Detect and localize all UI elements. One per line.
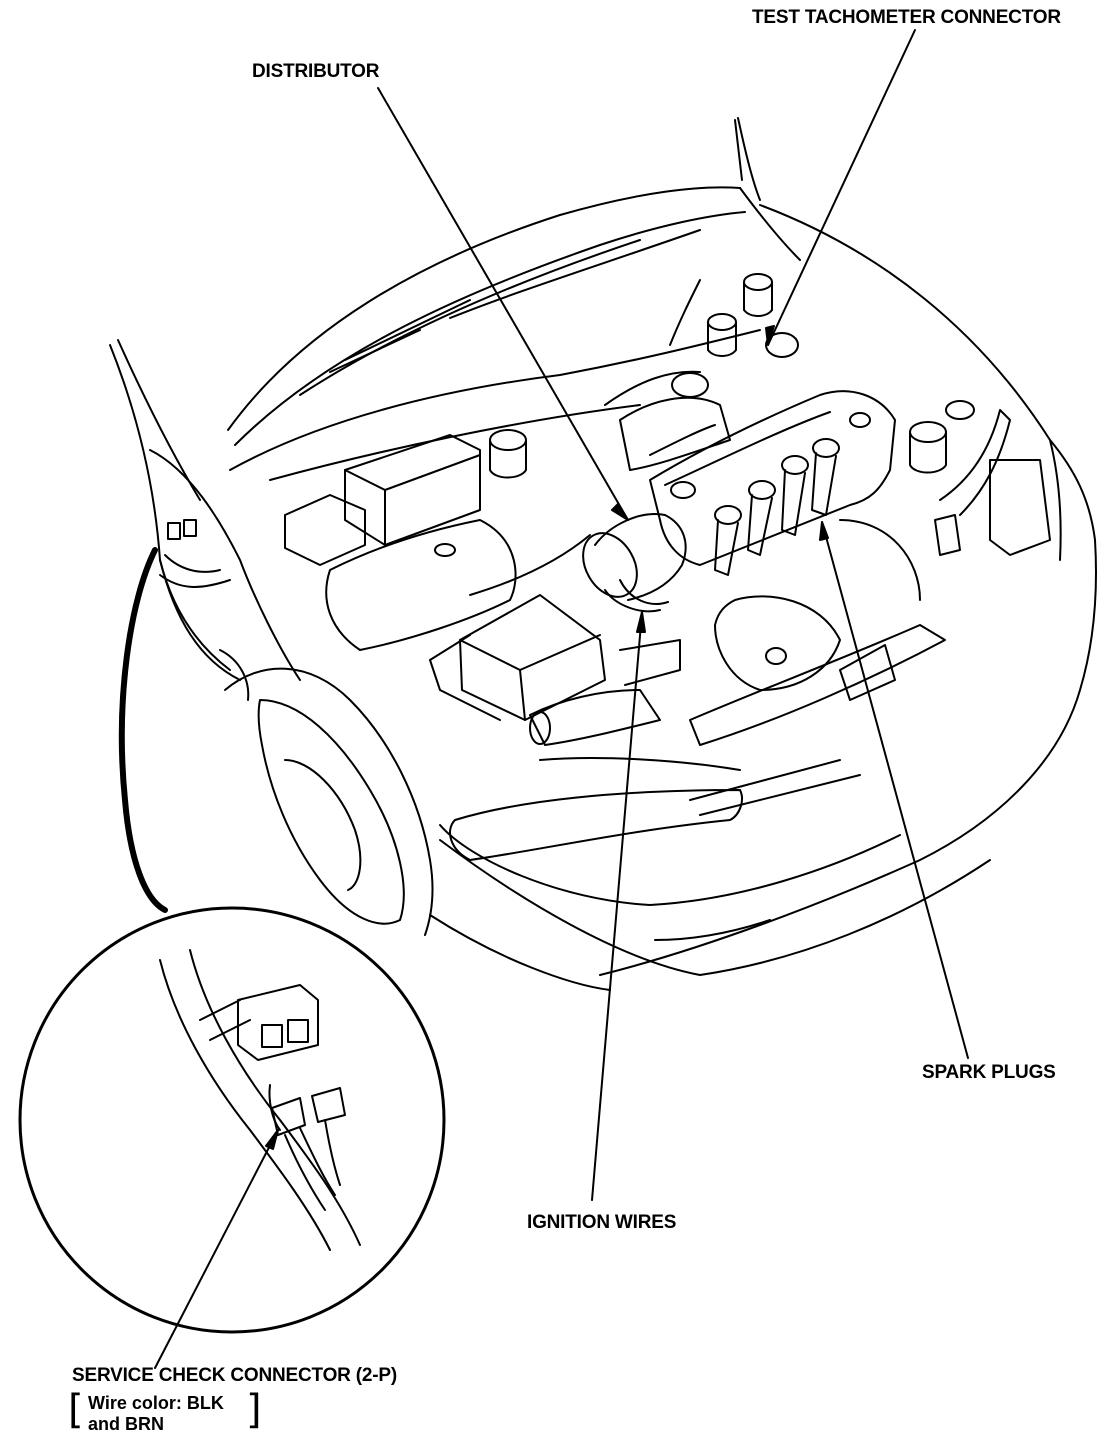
label-test-tachometer-connector: TEST TACHOMETER CONNECTOR bbox=[752, 7, 1061, 28]
label-distributor: DISTRIBUTOR bbox=[252, 61, 380, 82]
leader-service-check bbox=[155, 1130, 278, 1368]
bracket-left: [ bbox=[68, 1387, 84, 1433]
service-connector-inset bbox=[20, 550, 444, 1332]
leader-distributor bbox=[378, 88, 628, 520]
label-service-check-connector: SERVICE CHECK CONNECTOR (2-P) bbox=[72, 1365, 397, 1386]
bracket-right: ] bbox=[246, 1387, 262, 1433]
car-body bbox=[110, 205, 1096, 990]
engine-components bbox=[230, 274, 1050, 745]
spark-plug-boots bbox=[715, 439, 839, 575]
label-spark-plugs: SPARK PLUGS bbox=[922, 1062, 1056, 1083]
label-wire-color-line2: and BRN bbox=[88, 1414, 164, 1434]
leader-test-tach bbox=[768, 30, 915, 345]
leader-spark-plugs bbox=[822, 522, 968, 1058]
leader-ignition-wires bbox=[592, 612, 642, 1200]
label-ignition-wires: IGNITION WIRES bbox=[527, 1212, 677, 1233]
label-wire-color-line1: Wire color: BLK bbox=[88, 1393, 224, 1413]
leader-lines bbox=[155, 30, 968, 1368]
hood bbox=[228, 118, 800, 445]
